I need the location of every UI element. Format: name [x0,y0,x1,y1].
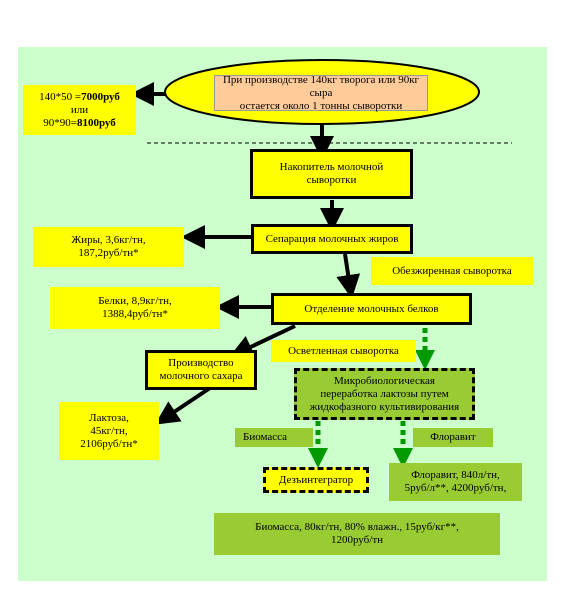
sugar-box: Производство молочного сахара [145,350,257,390]
sugar-line1: Производство [168,357,234,369]
cost-or: или [70,103,89,116]
protein-sep-label: Отделение молочных белков [304,302,439,315]
clarified-box: Осветленная сыворотка [271,340,416,362]
storage-box: Накопитель молочной сыворотки [250,149,413,199]
floravit-out-line1: Флоравит, 840л/тн, [411,469,500,481]
disintegrator-box: Дезъинтегратор [263,467,369,493]
separation-box: Сепарация молочных жиров [251,224,413,254]
floravit-tag-label: Флоравит [430,431,476,443]
micro-line2: переработка лактозы путем [320,387,449,400]
source-line2: остается около 1 тонны сыворотки [239,99,403,112]
micro-line3: жидкофазного культивирования [309,400,460,413]
floravit-output-box: Флоравит, 840л/тн, 5руб/л**, 4200руб/тн, [389,463,522,501]
storage-line2: сыворотки [306,174,357,186]
sugar-line2: молочного сахара [159,370,243,382]
cost-line3-value: 8100руб [76,116,116,129]
disintegrator-label: Дезъинтегратор [278,473,354,486]
proteins-box: Белки, 8,9кг/тн, 1388,4руб/тн* [50,287,220,329]
biomass-output-box: Биомасса, 80кг/тн, 80% влажн., 15руб/кг*… [214,513,500,555]
protein-sep-box: Отделение молочных белков [271,293,472,325]
arrow-to-lactose [155,386,212,425]
biomass-out-line1: Биомасса, 80кг/тн, 80% влажн., 15руб/кг*… [255,521,459,533]
lactose-box: Лактоза, 45кг/тн, 2106руб/тн* [59,402,159,460]
lactose-line3: 2106руб/тн* [80,437,138,450]
fats-line1: Жиры, 3,6кг/тн, [71,234,146,246]
arrow-separation-to-protein [336,253,361,299]
biomass-tag: Биомасса [235,428,313,447]
fats-line2: 187,2руб/тн* [78,247,139,259]
cost-line1-prefix: 140*50 = [39,90,82,103]
cost-line3-prefix: 90*90= [43,116,77,129]
biomass-out-line2: 1200руб/тн [330,534,384,546]
proteins-line2: 1388,4руб/тн* [102,308,168,320]
source-line1: При производстве 140кг творога или 90кг … [222,73,420,99]
micro-box: Микробиологическая переработка лактозы п… [294,368,475,420]
separation-label: Сепарация молочных жиров [265,232,399,245]
arrow-to-sugar [229,324,296,358]
storage-line1: Накопитель молочной [279,161,384,173]
floravit-tag: Флоравит [413,428,493,447]
skim-box: Обезжиренная сыворотка [371,257,533,285]
biomass-tag-label: Биомасса [243,431,288,443]
lactose-line2: 45кг/тн, [90,424,128,437]
cost-line1-value: 7000руб [81,90,120,103]
skim-label: Обезжиренная сыворотка [392,264,512,277]
lactose-line1: Лактоза, [89,411,129,424]
source-text: При производстве 140кг творога или 90кг … [214,73,428,112]
micro-line1: Микробиологическая [334,374,435,387]
cost-box: 140*50 =7000руб или 90*90=8100руб [23,85,136,135]
floravit-out-line2: 5руб/л**, 4200руб/тн, [404,482,507,494]
fats-box: Жиры, 3,6кг/тн, 187,2руб/тн* [33,227,184,267]
proteins-line1: Белки, 8,9кг/тн, [98,295,172,307]
clarified-label: Осветленная сыворотка [288,344,399,357]
